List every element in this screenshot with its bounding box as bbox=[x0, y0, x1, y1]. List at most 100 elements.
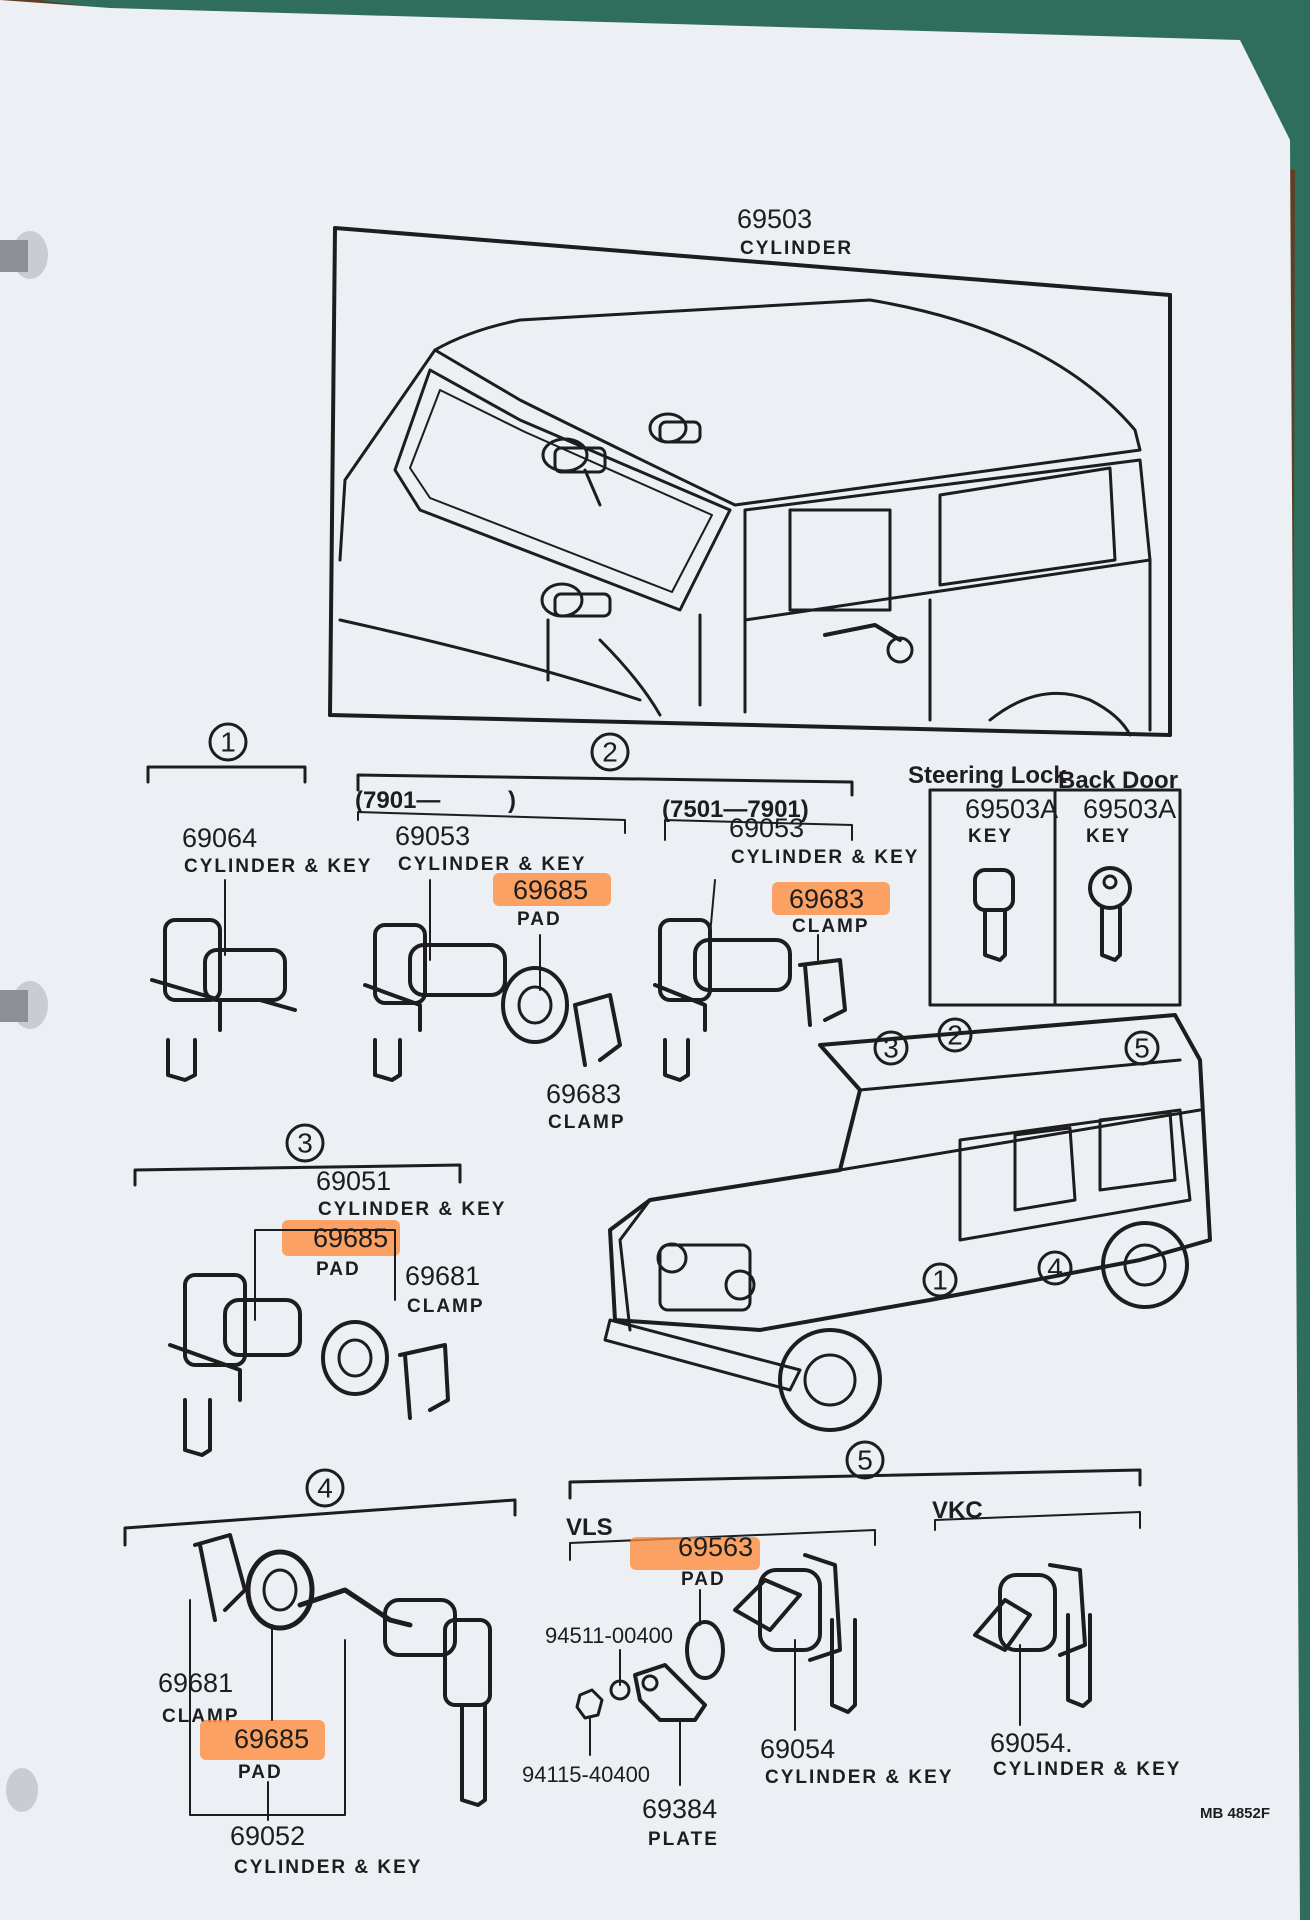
cylinder-and-key-icon bbox=[150, 918, 297, 1082]
plate-icon bbox=[633, 1663, 707, 1722]
group-3: 3 69051 CYLINDER & KEY 69685 PAD 69681 C… bbox=[133, 1123, 506, 1457]
cylinder-number: 69052 bbox=[230, 1821, 305, 1851]
cylinder-b-name: CYLINDER & KEY bbox=[731, 847, 919, 868]
callout-number: 1 bbox=[220, 727, 236, 758]
pad-number: 69563 bbox=[678, 1532, 753, 1562]
callout-number: 4 bbox=[317, 1473, 333, 1504]
pad-number: 69685 bbox=[513, 875, 588, 905]
steering-key-name: KEY bbox=[968, 826, 1013, 847]
key-icon bbox=[973, 868, 1015, 962]
vehicle-callout: 1 bbox=[932, 1265, 948, 1296]
pad-name: PAD bbox=[517, 909, 562, 930]
callout-circle bbox=[845, 1440, 885, 1480]
plate-name: PLATE bbox=[648, 1829, 719, 1850]
binder-ring-icon bbox=[0, 981, 48, 1029]
clamp-number: 69681 bbox=[405, 1261, 480, 1291]
vls-cylinder-number: 69054 bbox=[760, 1734, 835, 1764]
vehicle-callout: 5 bbox=[1134, 1033, 1150, 1064]
pad-name: PAD bbox=[238, 1762, 283, 1783]
group-bracket bbox=[133, 1163, 462, 1187]
pad-number: 69685 bbox=[234, 1724, 309, 1754]
cylinder-and-key-icon bbox=[168, 1273, 302, 1457]
cylinder-name: CYLINDER & KEY bbox=[398, 854, 586, 875]
cylinder-name: CYLINDER & KEY bbox=[234, 1857, 422, 1878]
key-box: Steering Lock Back Door 69503A KEY 69503… bbox=[908, 762, 1182, 1007]
callout-circle bbox=[590, 732, 630, 772]
highlight-mark bbox=[493, 873, 611, 906]
top-part-number: 69503 bbox=[737, 204, 812, 234]
lock-cylinder-icon bbox=[648, 412, 702, 444]
group-bracket bbox=[146, 765, 307, 784]
pad-ring-icon bbox=[501, 966, 569, 1044]
callout-number: 3 bbox=[297, 1128, 313, 1159]
range-a-close: ) bbox=[508, 787, 516, 814]
vls-label: VLS bbox=[566, 1514, 613, 1541]
vehicle-callout: 4 bbox=[1047, 1253, 1063, 1284]
pad-ring-icon bbox=[321, 1320, 389, 1396]
group-bracket bbox=[568, 1468, 1142, 1500]
washer-icon bbox=[609, 1679, 631, 1701]
binder-ring-icon bbox=[0, 231, 48, 279]
group-2: 2 (7901— ) 69053 CYLINDER & KEY 69685 PA… bbox=[355, 732, 919, 1133]
washer-number: 94511-00400 bbox=[545, 1623, 673, 1648]
clamp-b-number: 69683 bbox=[789, 884, 864, 914]
pad-name: PAD bbox=[681, 1569, 726, 1590]
highlight-mark bbox=[200, 1720, 325, 1760]
cylinder-number: 69051 bbox=[316, 1166, 391, 1196]
lock-cylinder-icon bbox=[540, 582, 612, 682]
part-name: CYLINDER & KEY bbox=[184, 856, 372, 877]
pad-number: 69685 bbox=[313, 1223, 388, 1253]
part-number: 69064 bbox=[182, 823, 257, 853]
vkc-cylinder-number: 69054. bbox=[990, 1728, 1073, 1758]
vehicle-callout: 3 bbox=[883, 1033, 899, 1064]
door-handle-icon bbox=[823, 623, 914, 664]
clamp-icon bbox=[573, 993, 622, 1067]
vkc-cylinder-name: CYLINDER & KEY bbox=[993, 1759, 1181, 1780]
binder-ring-icon bbox=[6, 1768, 38, 1812]
lock-cylinder-icon bbox=[541, 437, 607, 507]
cylinder-b-number: 69053 bbox=[729, 813, 804, 843]
clamp-icon bbox=[193, 1533, 247, 1622]
vls-cylinder-name: CYLINDER & KEY bbox=[765, 1767, 953, 1788]
pad-ring-icon bbox=[685, 1620, 725, 1680]
range-a: (7901— bbox=[355, 787, 440, 814]
cylinder-and-key-icon bbox=[653, 918, 792, 1082]
clamp-icon bbox=[798, 958, 847, 1027]
top-part-name: CYLINDER bbox=[740, 238, 853, 259]
nut-number: 94115-40400 bbox=[522, 1762, 650, 1787]
pad-name: PAD bbox=[316, 1259, 361, 1280]
callout-circle bbox=[285, 1123, 325, 1163]
callout-circle bbox=[208, 722, 248, 762]
nut-icon bbox=[575, 1688, 604, 1720]
backdoor-key-number: 69503A bbox=[1083, 794, 1176, 824]
cylinder-and-key-icon bbox=[297, 1587, 492, 1807]
vehicle-callout: 2 bbox=[947, 1020, 963, 1051]
group-bracket bbox=[123, 1498, 517, 1547]
callout-number: 5 bbox=[857, 1445, 873, 1476]
pad-ring-icon bbox=[245, 1549, 315, 1631]
backdoor-key-name: KEY bbox=[1086, 826, 1131, 847]
group-bracket bbox=[356, 773, 854, 797]
plate-number: 69384 bbox=[642, 1794, 717, 1824]
clamp-number: 69683 bbox=[546, 1079, 621, 1109]
cylinder-and-key-icon bbox=[363, 923, 507, 1082]
group-5: 5 VLS VKC 69563 PAD 94511-00400 94115-40… bbox=[522, 1440, 1181, 1850]
key-icon bbox=[1088, 866, 1132, 962]
group-1: 1 69064 CYLINDER & KEY bbox=[146, 722, 372, 1082]
clamp-icon bbox=[398, 1343, 450, 1420]
clamp-b-name: CLAMP bbox=[792, 916, 870, 937]
top-vehicle-illustration bbox=[328, 226, 1172, 737]
clamp-name: CLAMP bbox=[548, 1112, 626, 1133]
range-b: (7501—7901) bbox=[662, 796, 809, 823]
group-4: 4 69681 CLAMP 69685 PAD 69052 CYLINDER &… bbox=[123, 1468, 517, 1878]
callout-circle bbox=[305, 1468, 345, 1508]
vehicle-callouts: 3 2 5 1 4 bbox=[873, 1017, 1160, 1298]
footer-code: MB 4852F bbox=[1200, 1805, 1270, 1822]
callout-number: 2 bbox=[602, 737, 618, 768]
vehicle-illustration bbox=[603, 1013, 1212, 1432]
cylinder-and-key-icon bbox=[973, 1563, 1092, 1708]
clamp-name: CLAMP bbox=[407, 1296, 485, 1317]
cylinder-name: CYLINDER & KEY bbox=[318, 1199, 506, 1220]
cylinder-and-key-icon bbox=[733, 1553, 857, 1714]
